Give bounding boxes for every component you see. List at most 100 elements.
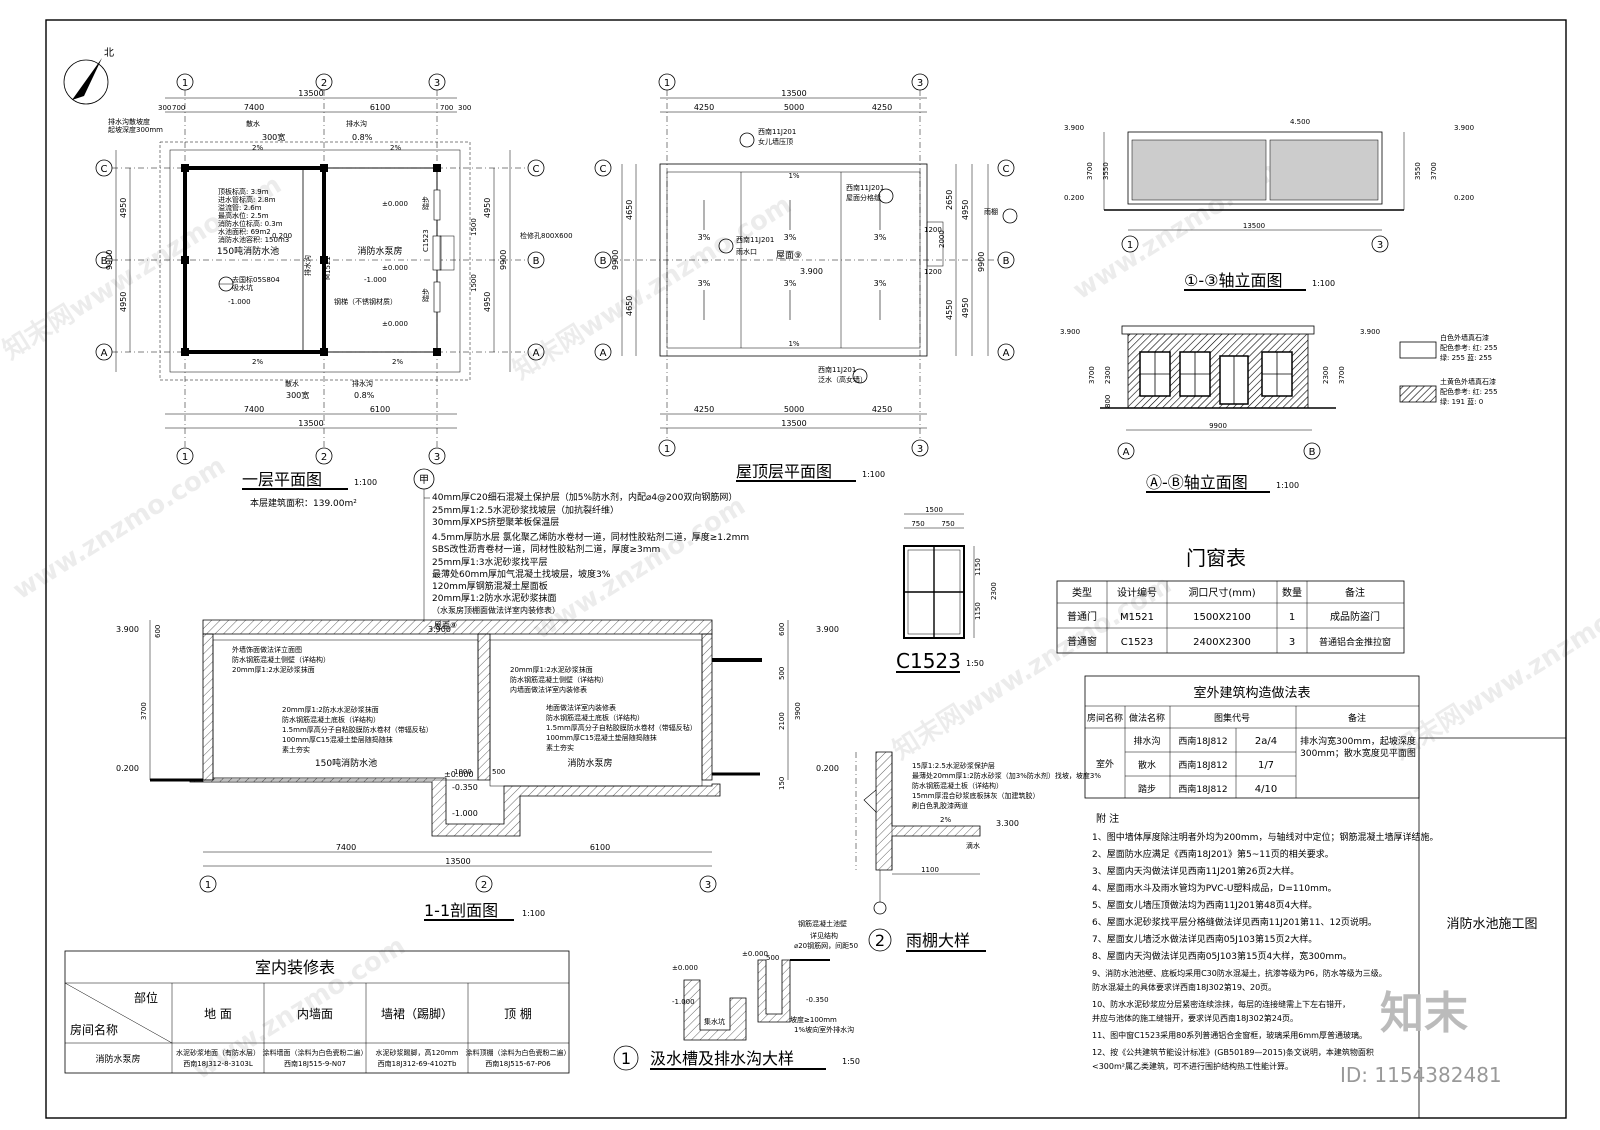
svg-text:防水钢筋混凝土板（详结构）: 防水钢筋混凝土板（详结构） xyxy=(912,781,1003,790)
legend-swatch-white xyxy=(1399,341,1437,359)
axis-label: 1 xyxy=(1127,240,1133,251)
ext-table-title: 室外建筑构造做法表 xyxy=(1193,685,1310,701)
svg-text:20mm厚1:2防水水泥砂浆抹面: 20mm厚1:2防水水泥砂浆抹面 xyxy=(432,592,556,604)
axis-bubble-1: 1 xyxy=(176,73,194,91)
dim: 700 xyxy=(172,104,185,112)
dim: 750 xyxy=(911,520,924,528)
svg-text:0.200: 0.200 xyxy=(272,232,292,240)
room-label-pump: 消防水泵房 xyxy=(567,757,612,769)
roof-level: 3.900 xyxy=(800,267,823,276)
table-header: 备注 xyxy=(1345,586,1365,599)
finish-table-title: 室内装修表 xyxy=(255,958,335,977)
svg-text:2%: 2% xyxy=(392,358,403,366)
svg-text:散水: 散水 xyxy=(246,119,260,128)
apron-outline xyxy=(169,149,461,373)
table-cell: 1/7 xyxy=(1258,760,1274,771)
dim: 300 xyxy=(158,104,171,112)
drain-outline xyxy=(159,141,471,381)
slope: 2% xyxy=(940,816,951,824)
svg-text:刷白色乳胶漆两道: 刷白色乳胶漆两道 xyxy=(912,801,968,810)
table-header: 房间名称 xyxy=(70,1022,118,1037)
sump-label: 集水坑 xyxy=(704,1017,725,1026)
legend-label: 土黄色外墙真石漆 xyxy=(1440,377,1496,386)
dim: 3700 xyxy=(1430,162,1438,180)
roof-layers-callout: 甲 40mm厚C20细石混凝土保护层（加5%防水剂，内配⌀4@200双向钢筋网）… xyxy=(413,468,749,622)
dim: 1200 xyxy=(924,268,942,276)
legend-label: 绿: 191 蓝: 0 xyxy=(1440,397,1483,406)
watermark: www.znzmo.com xyxy=(8,451,231,606)
dim: 4650 xyxy=(625,200,634,220)
dim: 2650 xyxy=(945,190,954,210)
svg-text:素土夯实: 素土夯实 xyxy=(546,743,574,752)
svg-text:-1.000: -1.000 xyxy=(228,298,251,306)
level: 3.900 xyxy=(428,625,451,634)
table-cell: 室外 xyxy=(1096,758,1114,770)
detail-ref: 女儿墙压顶 xyxy=(758,137,793,146)
svg-text:水池面积: 69m2: 水池面积: 69m2 xyxy=(218,227,271,236)
axis-label: A xyxy=(1003,348,1010,359)
table-header: 顶 棚 xyxy=(504,1006,532,1021)
door-table-title: 门窗表 xyxy=(1186,546,1246,570)
axis-label: B xyxy=(600,256,607,267)
north-arrow-icon: 北 xyxy=(63,47,114,105)
plan1-annotations: 排水沟散坡度 起坡深度300mm 散水 排水沟 300宽 0.8% 2% 2% … xyxy=(108,117,573,400)
dim-total: 13500 xyxy=(298,419,323,428)
dim: 600 xyxy=(154,625,162,638)
slope-label: 3% xyxy=(784,279,797,288)
note-item: 2、屋面防水应满足《西南18J201》第5~11页的相关要求。 xyxy=(1092,848,1334,860)
table-cell: 1 xyxy=(1289,612,1295,623)
id-label: ID: 1154382481 xyxy=(1340,1063,1502,1087)
notes-title: 附 注 xyxy=(1096,812,1119,825)
axis-label: B xyxy=(1003,256,1010,267)
dim: 4950 xyxy=(961,200,970,220)
window-scale: 1:50 xyxy=(966,659,984,668)
level: 3.900 xyxy=(1360,328,1380,336)
window-detail-c1523: 1500 750 750 1150 1150 2300 C1523 1:50 xyxy=(896,506,998,673)
svg-text:防水钢筋混凝土侧壁（详结构）: 防水钢筋混凝土侧壁（详结构） xyxy=(510,675,608,684)
level: 3.900 xyxy=(1064,124,1084,132)
dim: 2300 xyxy=(1322,366,1330,384)
detail-ref: 西南11J201 xyxy=(846,183,884,192)
canopy-label: 雨棚 xyxy=(984,207,998,216)
table-cell: 2400X2300 xyxy=(1193,637,1251,648)
dim: 3700 xyxy=(140,702,148,720)
plan2-title: 屋顶层平面图 xyxy=(736,462,832,481)
dim: 3700 xyxy=(1088,366,1096,384)
svg-text:检修孔800X600: 检修孔800X600 xyxy=(520,231,573,240)
svg-text:2%: 2% xyxy=(252,358,263,366)
note-item: 9、消防水池池壁、底板均采用C30防水混凝土，抗渗等级为P6，防水等级为三级。 xyxy=(1092,968,1387,978)
note-item: 3、屋面内天沟做法详见西南11J201第26页2大样。 xyxy=(1092,865,1299,877)
level: ±0.000 xyxy=(742,950,768,958)
dim: 4950 xyxy=(119,292,128,312)
detail-ref: 泛水（高女墙） xyxy=(818,375,867,384)
axis-label: 1 xyxy=(182,452,188,463)
axis-label: 3 xyxy=(917,78,923,89)
svg-text:2: 2 xyxy=(321,78,327,89)
table-cell: 西南18J812 xyxy=(1178,759,1227,771)
elev1-scale: 1:100 xyxy=(1312,279,1335,288)
svg-text:20mm厚1:2防水水泥砂浆抹面: 20mm厚1:2防水水泥砂浆抹面 xyxy=(282,705,379,714)
dim: 500 xyxy=(778,667,786,680)
table-cell: 西南18J312-69-4102Tb xyxy=(378,1059,457,1068)
dim: 4250 xyxy=(872,405,892,414)
svg-text:1: 1 xyxy=(182,78,188,89)
legend-label: 白色外墙真石漆 xyxy=(1440,333,1489,342)
svg-text:排水沟: 排水沟 xyxy=(346,119,367,128)
level: 3.900 xyxy=(1060,328,1080,336)
dim: 800 xyxy=(1104,395,1112,408)
level: 3.900 xyxy=(1454,124,1474,132)
svg-text:最薄处20mm厚1:2防水砂浆（加3%防水剂）找坡，坡度3%: 最薄处20mm厚1:2防水砂浆（加3%防水剂）找坡，坡度3% xyxy=(912,771,1101,780)
dim: 3550 xyxy=(1414,162,1422,180)
svg-text:4.5mm厚防水层 氯化聚乙烯防水卷材一道，同材性胶粘剂二道: 4.5mm厚防水层 氯化聚乙烯防水卷材一道，同材性胶粘剂二道，厚度≥1.2mm xyxy=(432,531,749,543)
dim: 750 xyxy=(941,520,954,528)
ground-floor-plan: 1 2 3 1 2 3 C B A C B A 13500 7400 6100 … xyxy=(95,73,573,509)
svg-text:0.8%: 0.8% xyxy=(352,133,373,142)
svg-text:±0.000: ±0.000 xyxy=(382,264,408,272)
slope-arrows xyxy=(703,200,881,320)
plan1-title: 一层平面图 xyxy=(242,470,322,489)
section-notes-right: 20mm厚1:2水泥砂浆抹面 防水钢筋混凝土侧壁（详结构） 内墙面做法详室内装修… xyxy=(510,665,697,752)
axis-label: A xyxy=(533,348,540,359)
level: -1.000 xyxy=(452,809,478,818)
dim-total: 13500 xyxy=(298,89,323,98)
legend-label: 绿: 255 蓝: 255 xyxy=(1440,353,1492,362)
